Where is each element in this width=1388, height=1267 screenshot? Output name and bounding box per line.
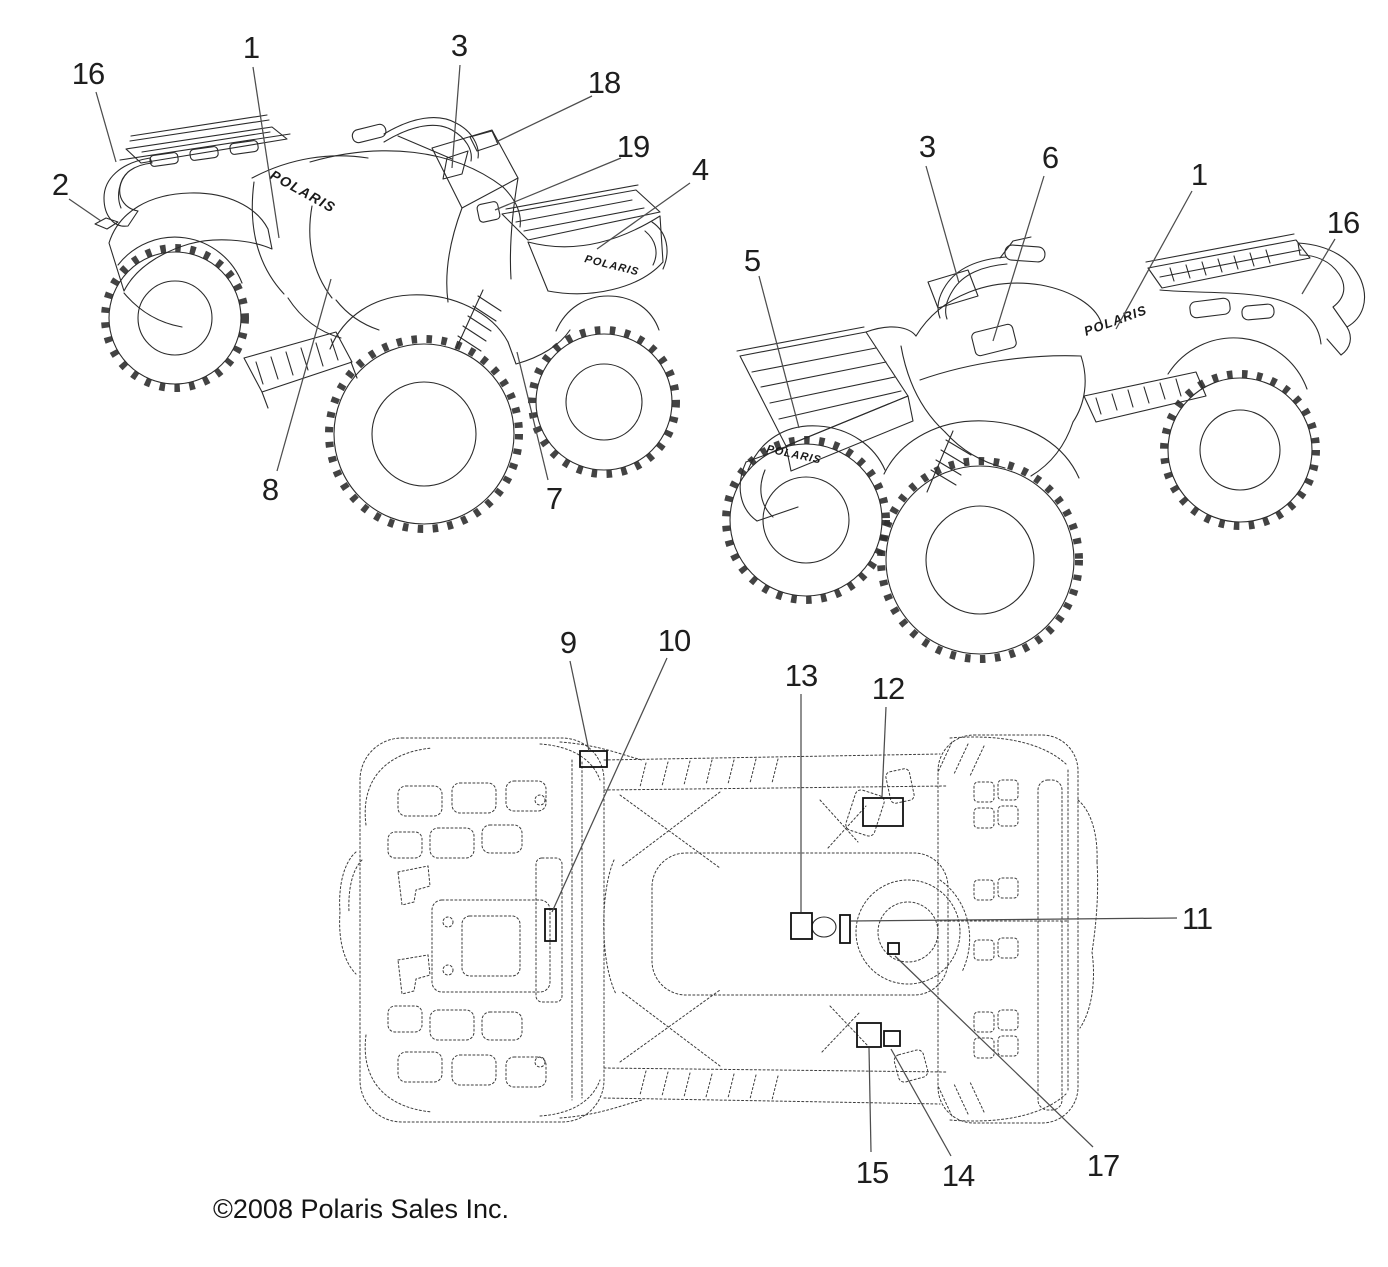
callout-label-rear-left-6: 6 [1042, 140, 1058, 175]
callout-leader-top-14 [890, 1048, 952, 1157]
decal-box-17 [887, 942, 900, 955]
atv-top-view-illustration [339, 734, 1099, 1124]
decal-box-13 [790, 912, 813, 940]
decal-box-10 [544, 908, 557, 942]
callout-leader-front-left-7 [516, 351, 549, 481]
callout-label-top-11: 11 [1182, 901, 1212, 936]
callout-label-front-left-1: 1 [243, 30, 259, 65]
atv-front-left-view-illustration: POLARIS POLARIS [94, 114, 680, 533]
callout-leader-front-left-19 [494, 157, 622, 211]
callout-label-front-left-2: 2 [52, 167, 68, 202]
callout-leader-rear-left-3 [925, 165, 960, 284]
decal-box-15 [856, 1022, 882, 1048]
callout-leader-front-left-2 [68, 198, 102, 222]
decal-location-boxes [544, 750, 904, 1048]
callout-label-top-13: 13 [785, 658, 817, 693]
callout-leader-front-left-4 [596, 182, 691, 250]
callout-leader-front-left-3 [451, 64, 461, 169]
callout-leader-rear-left-1 [1115, 190, 1193, 330]
callout-leader-front-left-8 [276, 278, 332, 472]
copyright-text: ©2008 Polaris Sales Inc. [213, 1194, 510, 1224]
rear-wheel-icon [325, 335, 523, 533]
callout-leader-front-left-18 [495, 95, 593, 143]
polaris-decal-seat-side: POLARIS [1082, 302, 1149, 339]
callout-leader-top-15 [868, 1047, 872, 1153]
callout-leader-top-12 [881, 706, 887, 798]
callout-label-top-10: 10 [658, 623, 691, 658]
callout-leader-top-11 [850, 917, 1178, 922]
callout-leader-top-10 [551, 657, 668, 913]
callout-label-front-left-4: 4 [692, 152, 709, 187]
polaris-decal-tank: POLARIS [268, 167, 339, 216]
callout-leader-rear-left-5 [758, 275, 800, 429]
decal-box-14 [883, 1030, 901, 1047]
decal-box-9 [579, 750, 608, 768]
callout-label-top-9: 9 [560, 625, 576, 660]
callout-leader-front-left-1 [252, 66, 280, 239]
callout-label-rear-left-16: 16 [1327, 205, 1359, 240]
decal-box-12 [862, 797, 904, 827]
callout-label-front-left-8: 8 [262, 472, 278, 507]
callout-label-top-14: 14 [942, 1158, 975, 1193]
callout-label-front-left-7: 7 [546, 481, 562, 516]
callout-leader-front-left-16 [95, 91, 117, 163]
callout-label-rear-left-1: 1 [1191, 157, 1207, 192]
callout-label-front-left-3: 3 [451, 28, 467, 63]
callout-label-front-left-16: 16 [72, 56, 104, 91]
polaris-decal-rear-rack-2: POLARIS [765, 443, 822, 466]
callout-leader-top-17 [894, 955, 1094, 1148]
callout-label-top-15: 15 [856, 1155, 888, 1190]
callout-label-top-12: 12 [872, 671, 904, 706]
atv-rear-view-illustration: POLARIS POLARIS [722, 233, 1365, 663]
front-wheel-icon [101, 244, 249, 392]
callout-label-top-17: 17 [1087, 1148, 1119, 1183]
callout-leader-top-9 [569, 660, 590, 752]
callout-label-front-left-19: 19 [617, 129, 649, 164]
handlebar-grip-icon [351, 123, 387, 144]
polaris-decal-rear-rack: POLARIS [583, 253, 640, 278]
decal-box-11 [839, 914, 851, 944]
callout-leader-rear-left-6 [992, 175, 1045, 342]
callout-leader-rear-left-16 [1301, 238, 1336, 295]
callout-label-front-left-18: 18 [588, 65, 620, 100]
callout-label-rear-left-5: 5 [744, 243, 760, 278]
callout-label-rear-left-3: 3 [919, 129, 935, 164]
